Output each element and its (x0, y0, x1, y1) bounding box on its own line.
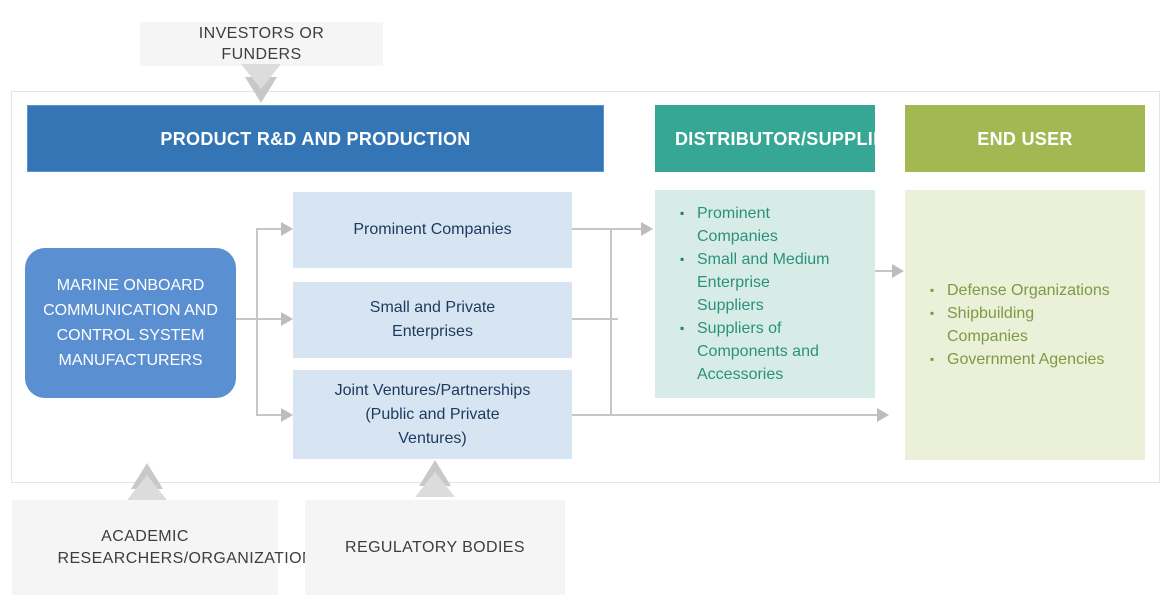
bullet-icon: ▪ (680, 252, 685, 266)
list-item: ▪ Shipbuilding Companies (930, 302, 1145, 348)
manufacturer-label: MARINE ONBOARD COMMUNICATION AND CONTROL… (43, 277, 218, 369)
arrowhead-icon-box2 (281, 312, 293, 326)
bullet-icon: ▪ (680, 321, 685, 335)
rnd-box-small-private-enterprises: Small and Private Enterprises (293, 282, 572, 358)
connector-distributor-to-enduser (875, 270, 893, 272)
rnd-box-joint-ventures-label: Joint Ventures/Partnerships (Public and … (334, 381, 531, 447)
header-end-user: END USER (905, 105, 1145, 172)
list-item-label: Government Agencies (947, 351, 1105, 368)
connector-box3-to-enduser (572, 414, 878, 416)
list-item: ▪ Defense Organizations (930, 279, 1145, 302)
distributor-list: ▪ Prominent Companies ▪ Small and Medium… (655, 190, 875, 398)
arrowhead-icon-enduser-bottom (877, 408, 889, 422)
bullet-icon: ▪ (930, 306, 935, 320)
connector-manufacturer-out (236, 318, 258, 320)
regulatory-label: REGULATORY BODIES (345, 538, 525, 556)
header-product-rnd-label: PRODUCT R&D AND PRODUCTION (160, 128, 471, 149)
arrowhead-icon-enduser-top (892, 264, 904, 278)
rnd-box-prominent-companies-label: Prominent Companies (353, 221, 512, 238)
list-item-label: Shipbuilding Companies (947, 305, 1035, 345)
manufacturer-box: MARINE ONBOARD COMMUNICATION AND CONTROL… (25, 248, 236, 398)
list-item-label: Defense Organizations (947, 282, 1110, 299)
bullet-icon: ▪ (930, 352, 935, 366)
connector-box2-to-vertical (572, 318, 618, 320)
header-distributor-supplier-label: DISTRIBUTOR/SUPPLIER (675, 128, 899, 149)
arrow-up-icon-academic (127, 475, 167, 500)
list-item: ▪ Government Agencies (930, 348, 1145, 371)
list-item: ▪ Suppliers of Components and Accessorie… (680, 317, 875, 386)
rnd-box-joint-ventures: Joint Ventures/Partnerships (Public and … (293, 370, 572, 459)
end-user-list: ▪ Defense Organizations ▪ Shipbuilding C… (905, 190, 1145, 460)
academic-label: ACADEMIC RESEARCHERS/ORGANIZATIONS (57, 527, 326, 567)
bullet-icon: ▪ (930, 283, 935, 297)
arrowhead-icon-box3 (281, 408, 293, 422)
header-distributor-supplier: DISTRIBUTOR/SUPPLIER (655, 105, 899, 172)
header-product-rnd: PRODUCT R&D AND PRODUCTION (27, 105, 604, 172)
arrow-up-icon-regulatory (415, 472, 455, 497)
connector-to-box2 (258, 318, 282, 320)
connector-to-box1 (256, 228, 282, 230)
header-end-user-label: END USER (977, 128, 1073, 149)
list-item: ▪ Prominent Companies (680, 202, 875, 248)
academic-box: ACADEMIC RESEARCHERS/ORGANIZATIONS (12, 500, 326, 595)
bullet-icon: ▪ (680, 206, 685, 220)
arrowhead-icon-distributor (641, 222, 653, 236)
list-item-label: Suppliers of Components and Accessories (697, 320, 819, 383)
list-item-label: Small and Medium Enterprise Suppliers (697, 251, 830, 314)
arrow-down-icon (241, 64, 281, 89)
connector-box1-to-distributor (572, 228, 642, 230)
rnd-box-prominent-companies: Prominent Companies (293, 192, 572, 268)
arrowhead-icon-box1 (281, 222, 293, 236)
regulatory-box: REGULATORY BODIES (305, 500, 565, 595)
list-item-label: Prominent Companies (697, 205, 778, 245)
investors-box: INVESTORS OR FUNDERS (140, 22, 383, 66)
rnd-box-small-private-enterprises-label: Small and Private Enterprises (369, 299, 496, 340)
connector-to-box3 (256, 414, 282, 416)
connector-left-vertical (256, 229, 258, 416)
connector-right-vertical (610, 229, 612, 416)
investors-label: INVESTORS OR FUNDERS (198, 25, 325, 63)
list-item: ▪ Small and Medium Enterprise Suppliers (680, 248, 875, 317)
